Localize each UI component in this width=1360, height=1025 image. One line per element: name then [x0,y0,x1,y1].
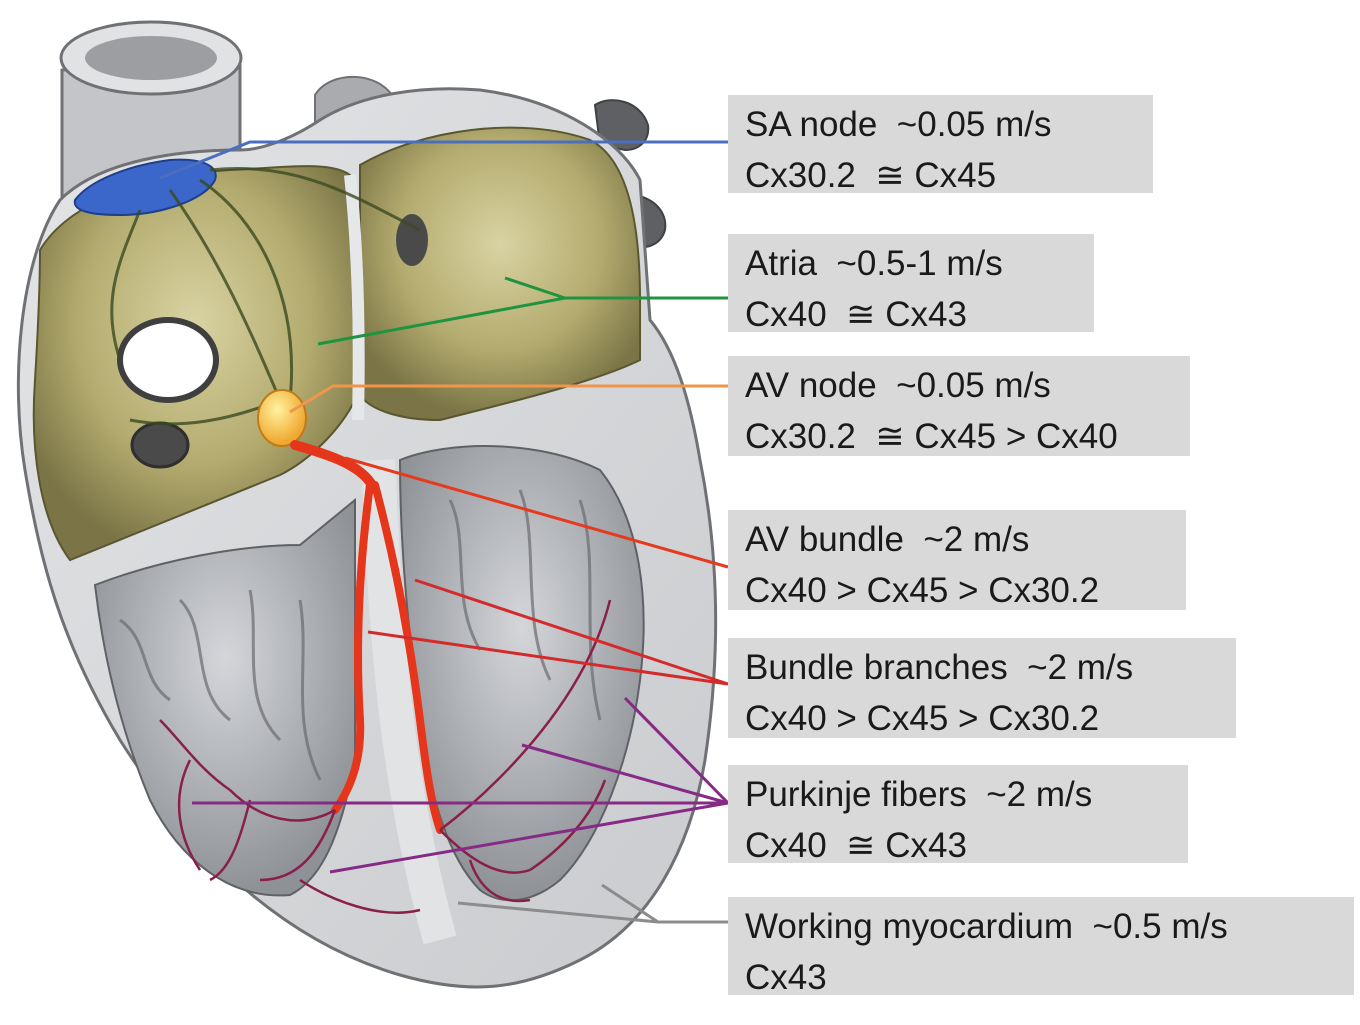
av-bundle-connexins: Cx40 > Cx45 > Cx30.2 [745,565,1170,616]
purkinje-fibers-label: Purkinje fibers ~2 m/s Cx40 ≅ Cx43 [728,765,1188,863]
atria-connexins: Cx40 ≅ Cx43 [745,289,1078,340]
sa-node-label: SA node ~0.05 m/s Cx30.2 ≅ Cx45 [728,95,1153,193]
purkinje-fibers-speed: Purkinje fibers ~2 m/s [745,769,1172,820]
heart-illustration [18,22,728,987]
working-myocardium-connexins: Cx43 [745,952,1338,1003]
inferior-vena-cava-opening [120,320,216,400]
av-node-connexins: Cx30.2 ≅ Cx45 > Cx40 [745,411,1174,462]
sa-node-speed: SA node ~0.05 m/s [745,99,1137,150]
atria-label: Atria ~0.5-1 m/s Cx40 ≅ Cx43 [728,234,1094,332]
av-bundle-speed: AV bundle ~2 m/s [745,514,1170,565]
av-bundle-label: AV bundle ~2 m/s Cx40 > Cx45 > Cx30.2 [728,510,1186,610]
working-myocardium-speed: Working myocardium ~0.5 m/s [745,901,1338,952]
left-atrium-chamber [360,128,640,420]
av-node [258,390,306,446]
av-node-label: AV node ~0.05 m/s Cx30.2 ≅ Cx45 > Cx40 [728,356,1190,456]
working-myocardium-label: Working myocardium ~0.5 m/s Cx43 [728,897,1354,995]
coronary-sinus-opening [132,423,188,467]
sa-node-connexins: Cx30.2 ≅ Cx45 [745,150,1137,201]
av-node-speed: AV node ~0.05 m/s [745,360,1174,411]
bundle-branches-connexins: Cx40 > Cx45 > Cx30.2 [745,693,1220,744]
bundle-branches-speed: Bundle branches ~2 m/s [745,642,1220,693]
purkinje-fibers-connexins: Cx40 ≅ Cx43 [745,820,1172,871]
atria-speed: Atria ~0.5-1 m/s [745,238,1078,289]
bundle-branches-label: Bundle branches ~2 m/s Cx40 > Cx45 > Cx3… [728,638,1236,738]
